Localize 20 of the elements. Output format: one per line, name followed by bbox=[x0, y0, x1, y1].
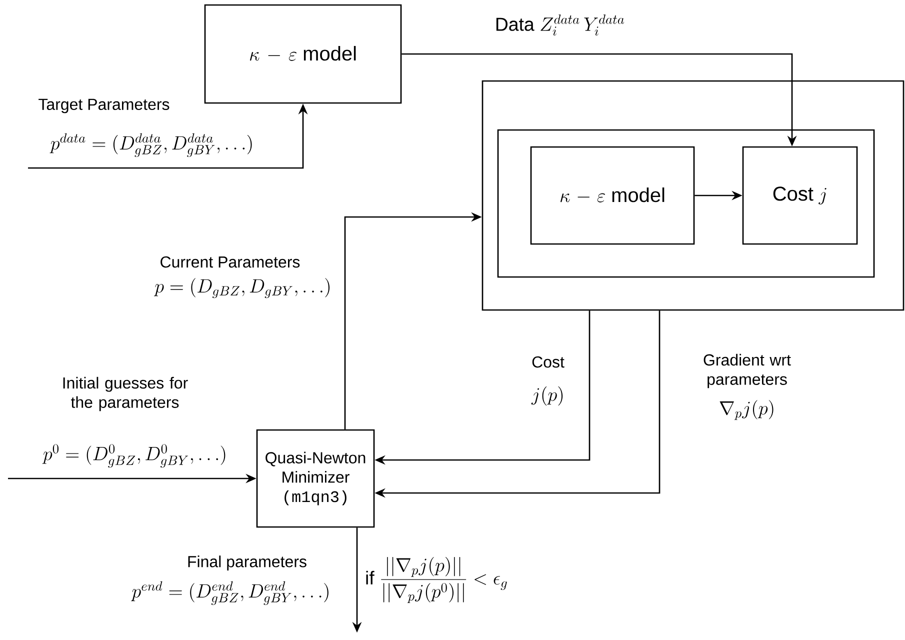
formula-label: $p^0=(D^0_{gBZ},D^0_{gBY},\dots)$ bbox=[42, 444, 226, 468]
annotation-text: Current Parameters bbox=[160, 256, 300, 268]
annotation-text: Cost bbox=[532, 356, 564, 368]
formula-label: $p^{data}=(D^{data}_{gBZ},D^{data}_{gBY},\dots)$ bbox=[50, 133, 252, 157]
annotation-text: Final parameters bbox=[188, 556, 306, 570]
formula-label: $j(p)$ bbox=[531, 386, 563, 406]
annotation-text: Target Parameters bbox=[38, 98, 170, 114]
annotation-text: Gradient wrt parameters bbox=[704, 354, 791, 388]
minimizer-box: Quasi-Newton Minimizer (m1qn3) bbox=[256, 429, 375, 528]
edge-label: $\mathrm{Data}\ Z_i^{data}\,Y_i^{data}$ bbox=[494, 13, 626, 37]
formula-label: $\nabla_p j(p)$ bbox=[720, 400, 774, 420]
annotation-text: Initial guesses for the parameters bbox=[63, 376, 188, 412]
model-box: $\kappa-\varepsilon\ \mathrm{model}$ bbox=[204, 4, 402, 104]
formula-label: $p^{end}=(D^{end}_{gBZ},D^{end}_{gBY},\dots)$ bbox=[131, 581, 328, 605]
container-box bbox=[497, 129, 875, 278]
cost-box: $\mathrm{Cost}\ j$ bbox=[742, 146, 858, 245]
container-box bbox=[482, 80, 904, 311]
formula-label: $p=(D_{gBZ},D_{gBY},\dots)$ bbox=[154, 278, 330, 298]
formula-label: $\mathrm{if}\ \frac{||\nabla_p j(p)||}{||\nabla_p j(p^0)||}<\epsilon_g$ bbox=[366, 557, 507, 604]
model-box: $\kappa-\varepsilon\ \mathrm{model}$ bbox=[530, 146, 695, 245]
